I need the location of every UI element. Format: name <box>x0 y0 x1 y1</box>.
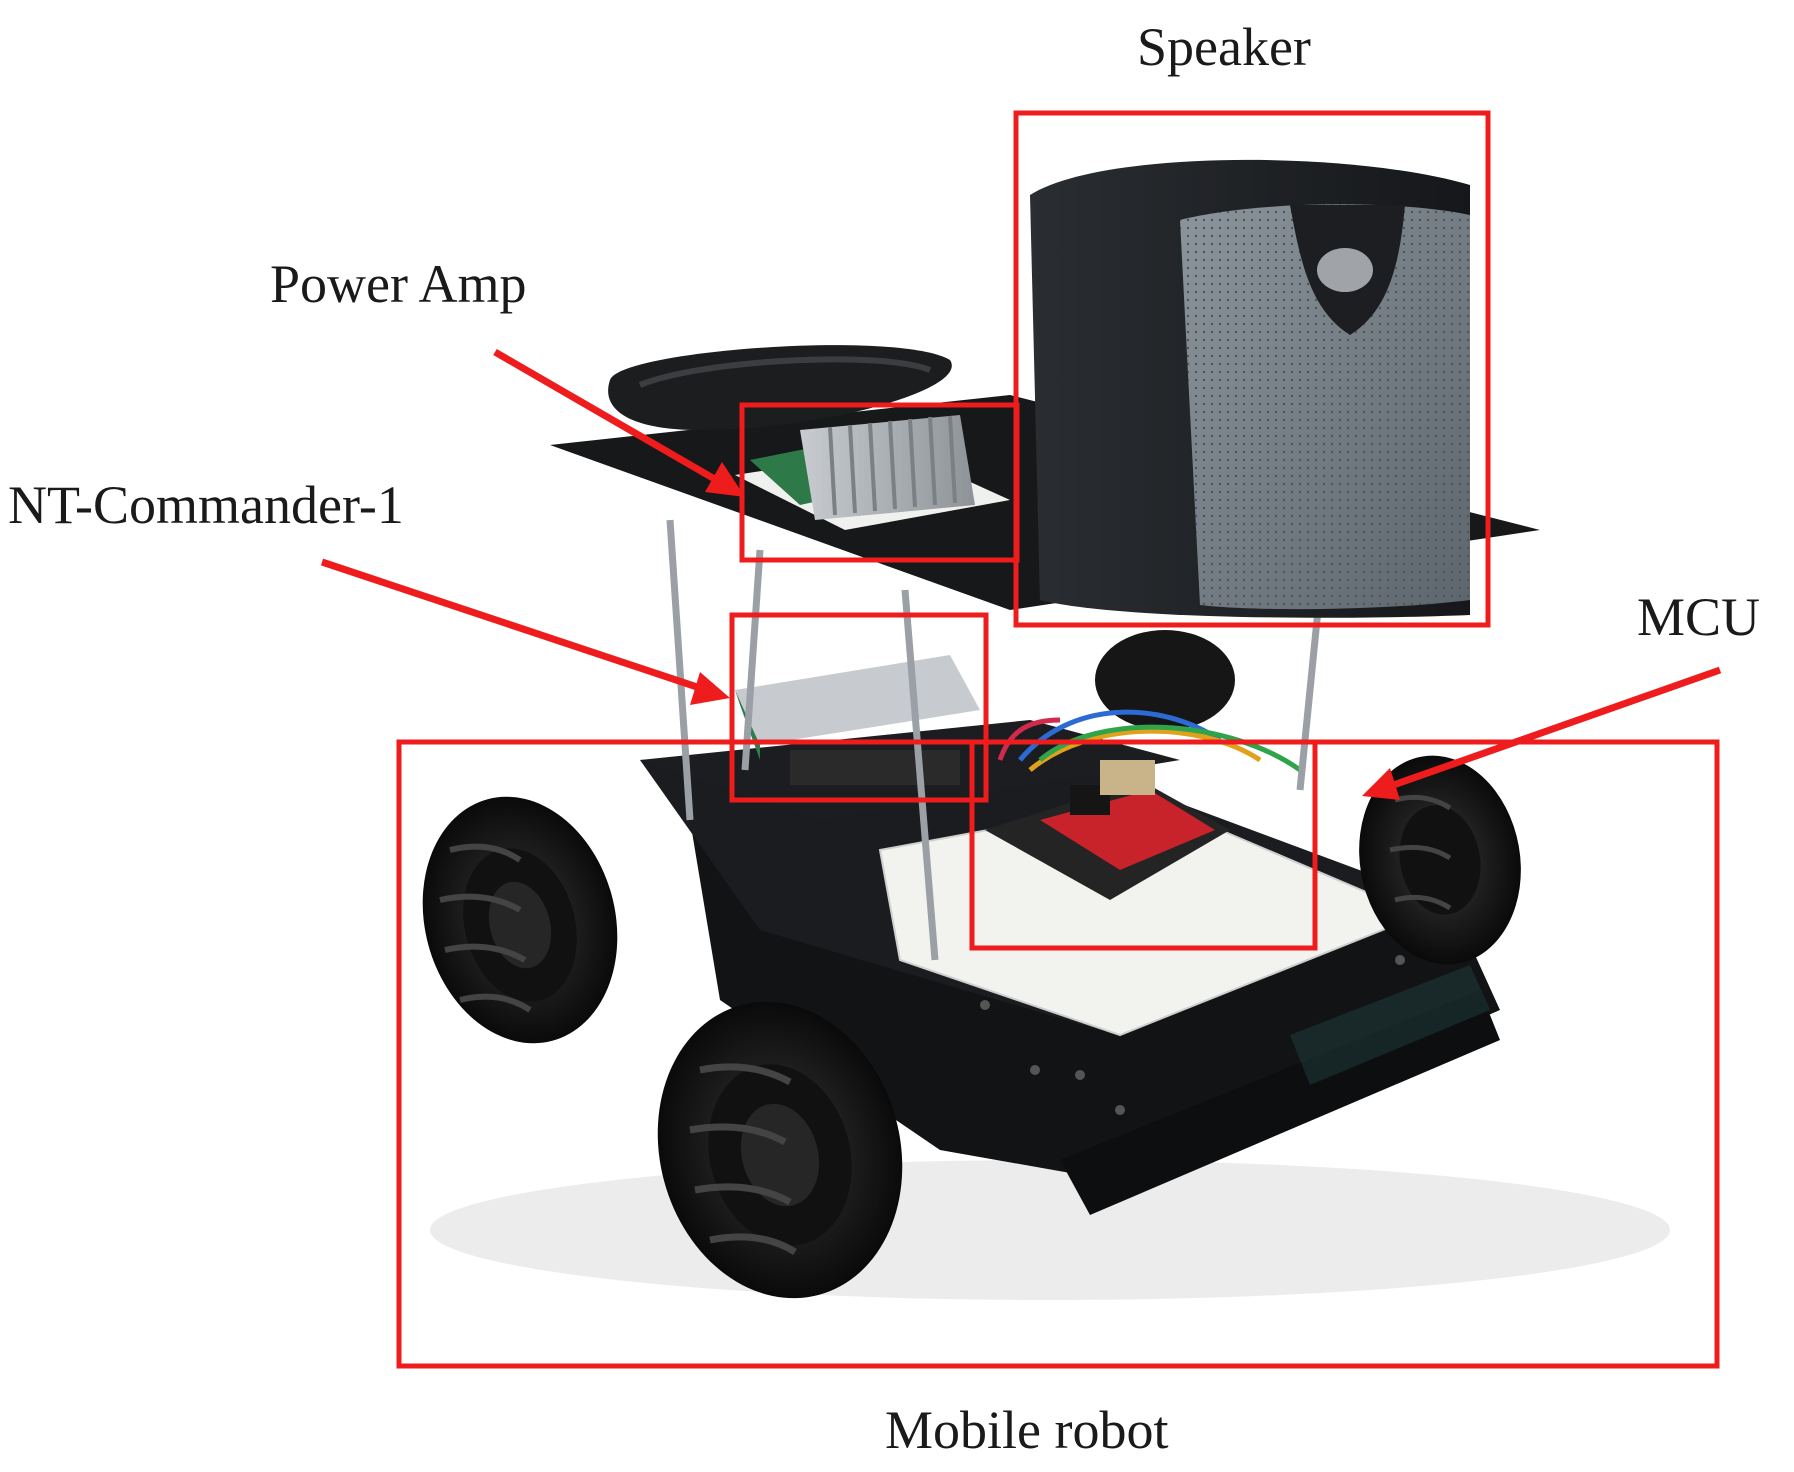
power-amp-box <box>739 402 1020 563</box>
annotation-boxes <box>396 110 1720 1369</box>
wheel <box>422 630 1521 1299</box>
power-amp-label: Power Amp <box>270 254 527 314</box>
nt-commander-label: NT-Commander-1 <box>8 475 404 535</box>
nt-commander-board <box>735 655 980 745</box>
mobile-robot-label: Mobile robot <box>885 1400 1169 1460</box>
nt-commander-box <box>729 612 989 803</box>
battery <box>608 345 952 430</box>
ground-shadow <box>430 1160 1670 1300</box>
speaker <box>1030 159 1470 618</box>
speaker-label: Speaker <box>1137 17 1311 77</box>
mcu-arrow <box>1383 666 1722 792</box>
speaker-box <box>1013 110 1491 628</box>
mobile-robot-box <box>396 739 1720 1369</box>
mcu-label: MCU <box>1637 587 1761 647</box>
standoff-rods <box>666 519 1324 961</box>
nt-commander-arrow <box>320 558 708 694</box>
power-amp-arrow <box>493 348 727 489</box>
annotation-arrows <box>320 348 1722 800</box>
power-amp <box>735 415 1010 530</box>
